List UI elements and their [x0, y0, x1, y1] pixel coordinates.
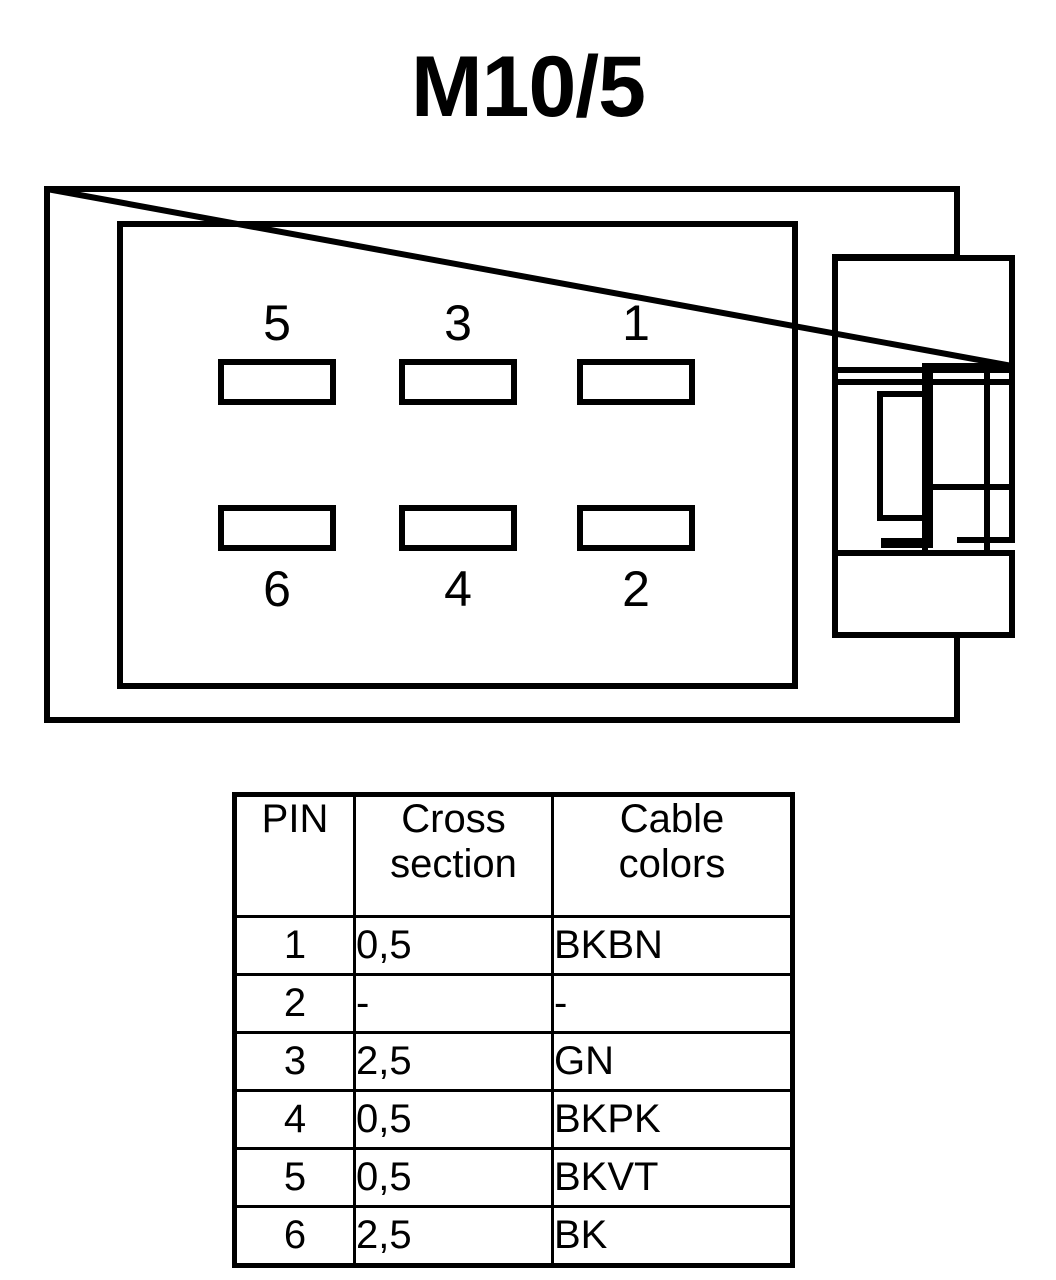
table-row: 4 0,5 BKPK — [233, 1089, 794, 1150]
pin-number-label-1: 1 — [622, 295, 650, 351]
pin-number-label-3: 3 — [444, 295, 472, 351]
table-row: 5 0,5 BKVT — [233, 1147, 794, 1208]
terminal-slot-6 — [218, 505, 336, 551]
latch-small-tab — [877, 391, 931, 521]
table-row: 2 - - — [233, 973, 794, 1034]
cell-cable-colors: BKVT — [551, 1147, 794, 1208]
terminal-slot-3 — [399, 359, 517, 405]
cell-cross-section: 2,5 — [353, 1031, 554, 1092]
cell-pin: 4 — [233, 1089, 356, 1150]
connector-diagram: 5 3 1 6 4 2 — [0, 170, 1056, 740]
column-header-cross-section: Cross section — [353, 793, 554, 918]
pin-assignment-table-wrapper: PIN Cross section Cable colors 1 0,5 BKB… — [232, 792, 795, 1268]
cell-pin: 5 — [233, 1147, 356, 1208]
cell-cable-colors: - — [551, 973, 794, 1034]
pin-assignment-table: PIN Cross section Cable colors 1 0,5 BKB… — [232, 792, 795, 1268]
column-header-cable-colors-line2: colors — [618, 841, 726, 886]
terminal-slot-1 — [577, 359, 695, 405]
page-title: M10/5 — [410, 39, 646, 135]
table-header-row: PIN Cross section Cable colors — [233, 793, 794, 918]
terminal-slot-4 — [399, 505, 517, 551]
cell-cross-section: 0,5 — [353, 1089, 554, 1150]
terminal-slot-2 — [577, 505, 695, 551]
column-header-cable-colors: Cable colors — [551, 793, 794, 918]
table-row: 6 2,5 BK — [233, 1205, 794, 1267]
cell-cross-section: 2,5 — [353, 1205, 554, 1267]
cell-cross-section: 0,5 — [353, 915, 554, 976]
housing-inner-panel — [117, 221, 798, 689]
housing-outer-body — [44, 186, 960, 723]
column-header-pin-label: PIN — [261, 797, 329, 841]
connector-outline-svg — [44, 186, 1015, 723]
cell-pin: 1 — [233, 915, 356, 976]
cell-pin: 6 — [233, 1205, 356, 1267]
table-row: 3 2,5 GN — [233, 1031, 794, 1092]
cell-cable-colors: BKBN — [551, 915, 794, 976]
cell-cable-colors: BK — [551, 1205, 794, 1267]
pin-number-label-6: 6 — [263, 561, 291, 617]
table-row: 1 0,5 BKBN — [233, 915, 794, 976]
column-header-cable-colors-line1: Cable — [619, 797, 725, 841]
latch-lower-step — [835, 550, 1015, 638]
cell-pin: 2 — [233, 973, 356, 1034]
latch-inner-tab — [922, 363, 990, 556]
column-header-pin: PIN — [233, 793, 356, 918]
cell-pin: 3 — [233, 1031, 356, 1092]
cell-cross-section: 0,5 — [353, 1147, 554, 1208]
pin-number-label-2: 2 — [622, 561, 650, 617]
cell-cross-section: - — [353, 973, 554, 1034]
cell-cable-colors: BKPK — [551, 1089, 794, 1150]
terminal-slot-5 — [218, 359, 336, 405]
pin-number-label-5: 5 — [263, 295, 291, 351]
column-header-cross-section-line2: section — [390, 841, 517, 886]
cell-cable-colors: GN — [551, 1031, 794, 1092]
pin-number-label-4: 4 — [444, 561, 472, 617]
latch-outer-step — [835, 255, 1015, 373]
column-header-cross-section-line1: Cross — [401, 797, 506, 841]
